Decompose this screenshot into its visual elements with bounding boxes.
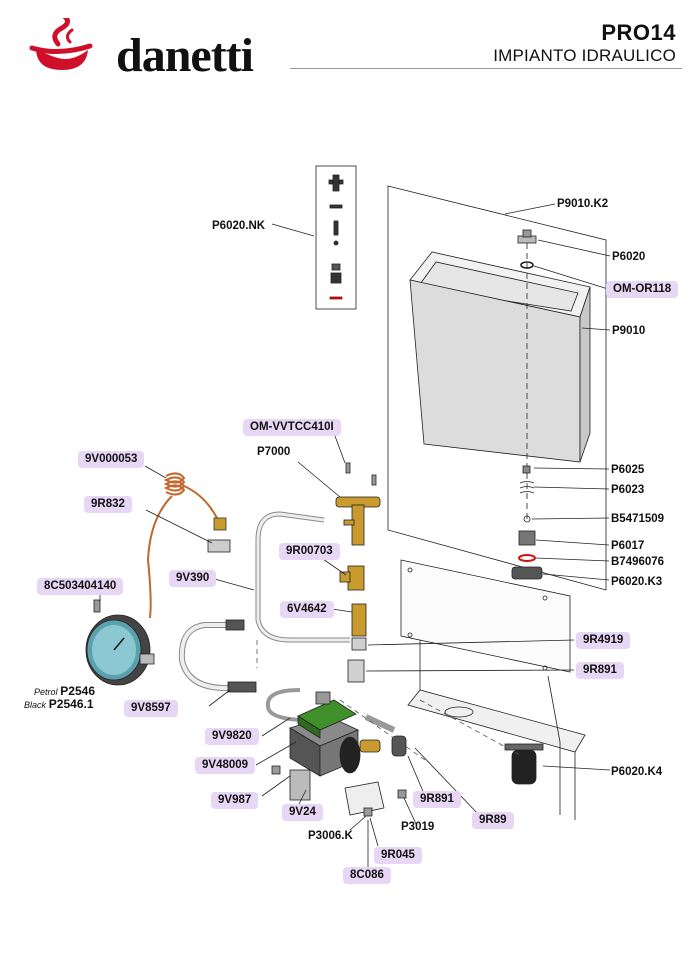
- label-p6020: P6020: [612, 251, 646, 263]
- tee-fitting: [207, 539, 231, 553]
- tag-9r89: 9R89: [472, 812, 514, 829]
- model-code: PRO14: [601, 20, 676, 45]
- tag-9r00703: 9R00703: [279, 543, 340, 560]
- pressure-gauge: [85, 599, 155, 686]
- label-p6020-k4: P6020.K4: [611, 766, 663, 778]
- tag-9r891-lower: 9R891: [413, 791, 461, 808]
- flow-lines: [256, 640, 521, 761]
- label-b7496076: B7496076: [611, 556, 665, 568]
- section-title: IMPIANTO IDRAULICO: [493, 46, 676, 65]
- base-plate: [400, 559, 586, 820]
- tag-6v4642: 6V4642: [280, 601, 334, 618]
- gauge-finish-petrol: Petrol: [34, 687, 58, 697]
- reservoir-frame: [387, 185, 607, 591]
- brand-logo: danetti: [28, 13, 268, 82]
- tag-8c503404140: 8C503404140: [37, 578, 124, 595]
- tag-9v000053: 9V000053: [78, 451, 145, 468]
- tag-9v390: 9V390: [169, 570, 217, 587]
- label-p9010-k2: P9010.K2: [557, 198, 609, 210]
- tag-9v987: 9V987: [211, 792, 259, 809]
- cup-logo-icon: [29, 13, 93, 70]
- tag-om-or118: OM-OR118: [606, 281, 679, 298]
- leader-lines: [99, 203, 611, 868]
- tubes: [178, 511, 396, 733]
- label-p3019: P3019: [401, 821, 435, 833]
- label-b5471509: B5471509: [611, 513, 665, 525]
- label-p6025: P6025: [611, 464, 645, 476]
- valve-column: [511, 229, 543, 580]
- label-p7000: P7000: [257, 446, 291, 458]
- tag-9v9820: 9V9820: [205, 728, 259, 745]
- tag-9v8597: 9V8597: [124, 700, 178, 717]
- label-p6020-nk: P6020.NK: [212, 220, 266, 232]
- header-rule: [290, 68, 682, 69]
- screws: [271, 765, 407, 817]
- level-sensor: [504, 743, 544, 785]
- label-p6020-k3: P6020.K3: [611, 576, 663, 588]
- tag-9r832: 9R832: [84, 496, 132, 513]
- brand-name: danetti: [116, 29, 254, 82]
- gauge-variant-petrol: Petrol P2546: [34, 685, 95, 699]
- tag-9v24: 9V24: [282, 804, 323, 821]
- tag-9v48009: 9V48009: [195, 757, 256, 774]
- tag-om-vvtcc410i: OM-VVTCC410I: [243, 419, 341, 436]
- vibration-pump: [289, 691, 381, 801]
- gauge-code-petrol: P2546: [60, 684, 95, 698]
- page-title: PRO14 IMPIANTO IDRAULICO: [493, 20, 676, 66]
- label-p9010: P9010: [612, 325, 646, 337]
- valve-insert-box: [315, 165, 357, 310]
- gauge-variant-black: Black P2546.1: [24, 698, 94, 712]
- gauge-finish-black: Black: [24, 700, 47, 710]
- water-tank: [409, 251, 591, 463]
- label-p6017: P6017: [611, 540, 645, 552]
- elbow-fitting: [391, 735, 407, 757]
- tag-9r891: 9R891: [576, 662, 624, 679]
- gauge-code-black: P2546.1: [48, 697, 94, 711]
- brass-fittings: [339, 565, 367, 683]
- label-p3006-k: P3006.K: [308, 830, 353, 842]
- label-p6023: P6023: [611, 484, 645, 496]
- tag-8c086: 8C086: [343, 867, 391, 884]
- brass-valve: [335, 462, 381, 546]
- copper-coil: [146, 472, 227, 619]
- pump-bracket: [344, 781, 385, 816]
- tag-9r4919: 9R4919: [576, 632, 631, 649]
- tag-9r045: 9R045: [374, 847, 422, 864]
